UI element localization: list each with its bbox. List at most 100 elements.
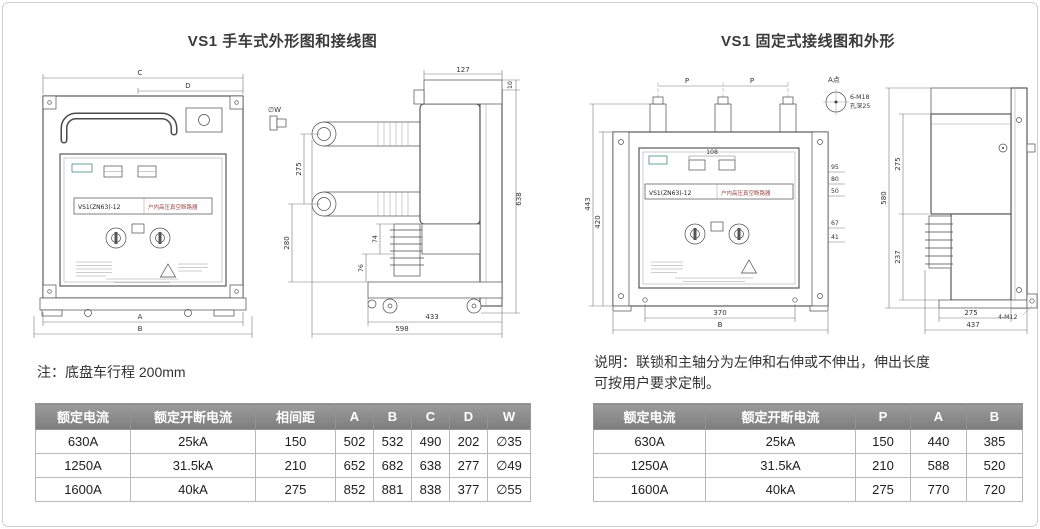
bolt-4m12-label: 4-M12 bbox=[998, 314, 1017, 321]
dim-95-label: 95 bbox=[831, 164, 839, 171]
cell: 210 bbox=[255, 453, 336, 478]
column-header: 额定开断电流 bbox=[130, 403, 256, 430]
nameplate-model: VS1(ZN63)-12 bbox=[78, 204, 121, 211]
nameplate-desc: 户内高压真空断路器 bbox=[721, 189, 771, 197]
left-note: 注：底盘车行程 200mm bbox=[37, 364, 186, 380]
mechanism-box bbox=[421, 223, 481, 255]
column-header: D bbox=[449, 403, 488, 430]
handcart-spec-table: 额定电流 额定开断电流 相间距 A B C D W 630A 25kA 150 … bbox=[35, 403, 531, 502]
cell: 25kA bbox=[705, 429, 856, 454]
dim-80-label: 80 bbox=[831, 176, 839, 183]
cell: 881 bbox=[373, 477, 412, 502]
upper-body bbox=[930, 113, 1012, 215]
warning-triangle-icon bbox=[740, 259, 758, 274]
cell: 652 bbox=[335, 453, 374, 478]
column-header: W bbox=[487, 403, 531, 430]
cell: ∅49 bbox=[487, 453, 531, 478]
cell: 1600A bbox=[35, 477, 131, 502]
back-plate bbox=[1010, 87, 1028, 309]
column-header: A bbox=[335, 403, 374, 430]
right-note-line1: 说明：联锁和主轴分为左伸和右伸或不伸出，伸出长度 bbox=[594, 354, 930, 370]
fine-print bbox=[76, 261, 208, 283]
nameplate-desc: 户内高压真空断路器 bbox=[148, 203, 198, 211]
dim-67-label: 67 bbox=[831, 220, 839, 227]
cell: 502 bbox=[335, 429, 374, 454]
cell: 682 bbox=[373, 453, 412, 478]
column-header: C bbox=[411, 403, 450, 430]
chassis-base bbox=[39, 297, 247, 317]
cell: 630A bbox=[593, 429, 706, 454]
table-row: 1250A 31.5kA 210 588 520 bbox=[593, 453, 1023, 478]
column-header: A bbox=[910, 403, 967, 430]
right-note-line2: 可按用户要求定制。 bbox=[594, 375, 720, 391]
dim-580-label: 580 bbox=[880, 191, 888, 204]
dim-c-label: C bbox=[138, 69, 143, 77]
cell: 150 bbox=[855, 429, 911, 454]
dim-a-label: A bbox=[138, 313, 143, 321]
dim-370-label: 370 bbox=[713, 309, 726, 317]
dim-10-label: 10 bbox=[507, 81, 514, 89]
cell: 275 bbox=[855, 477, 911, 502]
dim-443-label: 443 bbox=[584, 197, 592, 210]
front-plate-edge bbox=[479, 89, 503, 307]
brand-logo bbox=[71, 163, 93, 173]
cell: 377 bbox=[449, 477, 488, 502]
cell: 520 bbox=[966, 453, 1023, 478]
dim-41-label: 41 bbox=[831, 234, 839, 241]
dim-420-label: 420 bbox=[594, 215, 602, 228]
cell: 630A bbox=[35, 429, 131, 454]
dim-275-height-label: 275 bbox=[894, 157, 902, 170]
handcart-front-view: C D VS1(ZN63 bbox=[33, 69, 253, 338]
table-row: 1600A 40kA 275 770 720 bbox=[593, 477, 1023, 502]
table-row: 630A 25kA 150 440 385 bbox=[593, 429, 1023, 454]
fixed-spec-table: 额定电流 额定开断电流 P A B 630A 25kA 150 440 385 … bbox=[593, 403, 1023, 502]
dim-237-label: 237 bbox=[894, 250, 902, 263]
warning-triangle-icon bbox=[159, 263, 177, 278]
dim-638-label: 638 bbox=[515, 192, 523, 205]
bolt-spec-label: 6-M18 bbox=[850, 94, 869, 101]
dim-phi-w-label: ∅W bbox=[268, 106, 281, 114]
dim-d-label: D bbox=[185, 82, 190, 90]
dim-598-label: 598 bbox=[395, 325, 408, 333]
dim-433-label: 433 bbox=[425, 313, 438, 321]
right-note: 说明：联锁和主轴分为左伸和右伸或不伸出，伸出长度 可按用户要求定制。 bbox=[594, 352, 1034, 394]
cell: ∅35 bbox=[487, 429, 531, 454]
brand-logo bbox=[648, 155, 668, 165]
cell: 852 bbox=[335, 477, 374, 502]
top-cap bbox=[423, 79, 503, 105]
cell: 1250A bbox=[35, 453, 131, 478]
dim-50-label: 50 bbox=[831, 188, 839, 195]
hole-depth-label: 孔深25 bbox=[850, 102, 870, 110]
dim-108-label: 108 bbox=[706, 149, 718, 156]
dim-p2-label: P bbox=[750, 77, 754, 85]
bushing bbox=[714, 82, 732, 133]
cell: ∅55 bbox=[487, 477, 531, 502]
cell: 202 bbox=[449, 429, 488, 454]
dim-76-label: 76 bbox=[358, 264, 365, 272]
contact-arm-upper bbox=[311, 121, 421, 147]
point-a-label: A点 bbox=[828, 76, 840, 84]
dim-127-label: 127 bbox=[456, 66, 469, 74]
column-header: 额定电流 bbox=[593, 403, 706, 430]
table-header-row: 额定电流 额定开断电流 相间距 A B C D W bbox=[35, 403, 531, 430]
cell: 31.5kA bbox=[130, 453, 256, 478]
operation-dial bbox=[149, 227, 171, 249]
fine-print bbox=[651, 261, 753, 282]
cell: 720 bbox=[966, 477, 1023, 502]
nameplate: VS1(ZN63)-12 户内高压真空断路器 bbox=[644, 183, 794, 200]
cell: 277 bbox=[449, 453, 488, 478]
cell: 1600A bbox=[593, 477, 706, 502]
cell: 838 bbox=[411, 477, 450, 502]
column-header: P bbox=[855, 403, 911, 430]
cell: 150 bbox=[255, 429, 336, 454]
nameplate-model: VS1(ZN63)-12 bbox=[649, 190, 692, 197]
column-header: 额定电流 bbox=[35, 403, 131, 430]
lower-body bbox=[950, 213, 1012, 301]
cell: 25kA bbox=[130, 429, 256, 454]
column-header: 额定开断电流 bbox=[705, 403, 856, 430]
cell: 40kA bbox=[130, 477, 256, 502]
base-plate bbox=[938, 299, 1028, 309]
dim-275-depth-label: 275 bbox=[964, 309, 977, 317]
pole-housing bbox=[419, 103, 481, 225]
nameplate: VS1(ZN63)-12 户内高压真空断路器 bbox=[73, 197, 213, 215]
